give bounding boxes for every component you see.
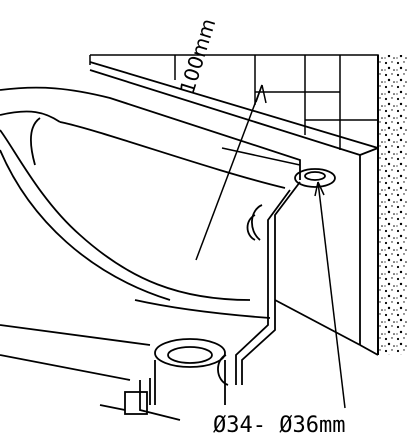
- overflow-pipe: [217, 168, 336, 386]
- pipe-diameter-label: Ø34- Ø36mm: [213, 413, 345, 438]
- wall-plaster: [377, 55, 408, 355]
- tile-wall: [89, 54, 379, 150]
- wall-distance-label: 100mm: [175, 16, 221, 97]
- bathtub-rim: [89, 61, 379, 356]
- bathtub-shell: [0, 86, 301, 381]
- dimension-100mm: [195, 84, 301, 261]
- diameter-leader: [314, 181, 346, 409]
- waste-drain: [99, 338, 226, 421]
